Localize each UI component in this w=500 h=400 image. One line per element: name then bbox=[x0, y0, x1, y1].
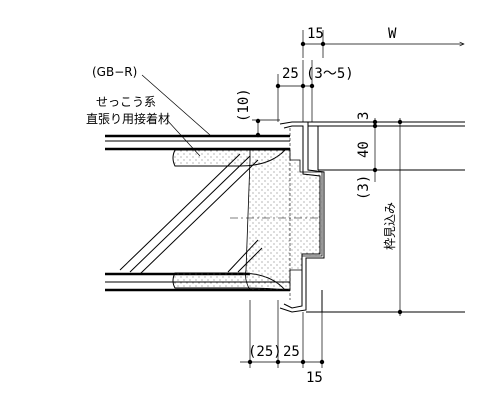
wall-board-top bbox=[105, 134, 290, 151]
label-adhesive-line2: 直張り用接着材 bbox=[86, 111, 170, 126]
dim-bottom-25a: (25) bbox=[248, 344, 282, 360]
dim-paren-10: (10) bbox=[236, 88, 252, 122]
dim-top-w: W bbox=[388, 26, 397, 42]
dim-bottom-25b: 25 bbox=[283, 344, 300, 360]
diagonal-stud bbox=[119, 153, 263, 275]
dim-bottom-15: 15 bbox=[306, 370, 323, 386]
label-frame-depth: 枠見込み bbox=[383, 202, 397, 250]
dim-top-3to5: (3〜5) bbox=[306, 66, 354, 82]
dim-right-3: 3 bbox=[356, 112, 372, 120]
dim-top-25: 25 bbox=[282, 66, 299, 82]
dim-top-15: 15 bbox=[307, 26, 324, 42]
dim-top bbox=[252, 30, 464, 138]
dim-right bbox=[368, 118, 406, 316]
dim-bottom bbox=[240, 300, 325, 368]
frame-filler bbox=[245, 149, 323, 291]
dim-paren-3: (3) bbox=[356, 175, 372, 200]
label-gb-r: (GB−R) bbox=[92, 65, 137, 79]
metal-frame-profile bbox=[279, 121, 325, 313]
label-adhesive-line1: せっこう系 bbox=[96, 95, 156, 109]
dim-right-40: 40 bbox=[356, 141, 372, 158]
leader-lines bbox=[141, 74, 211, 157]
